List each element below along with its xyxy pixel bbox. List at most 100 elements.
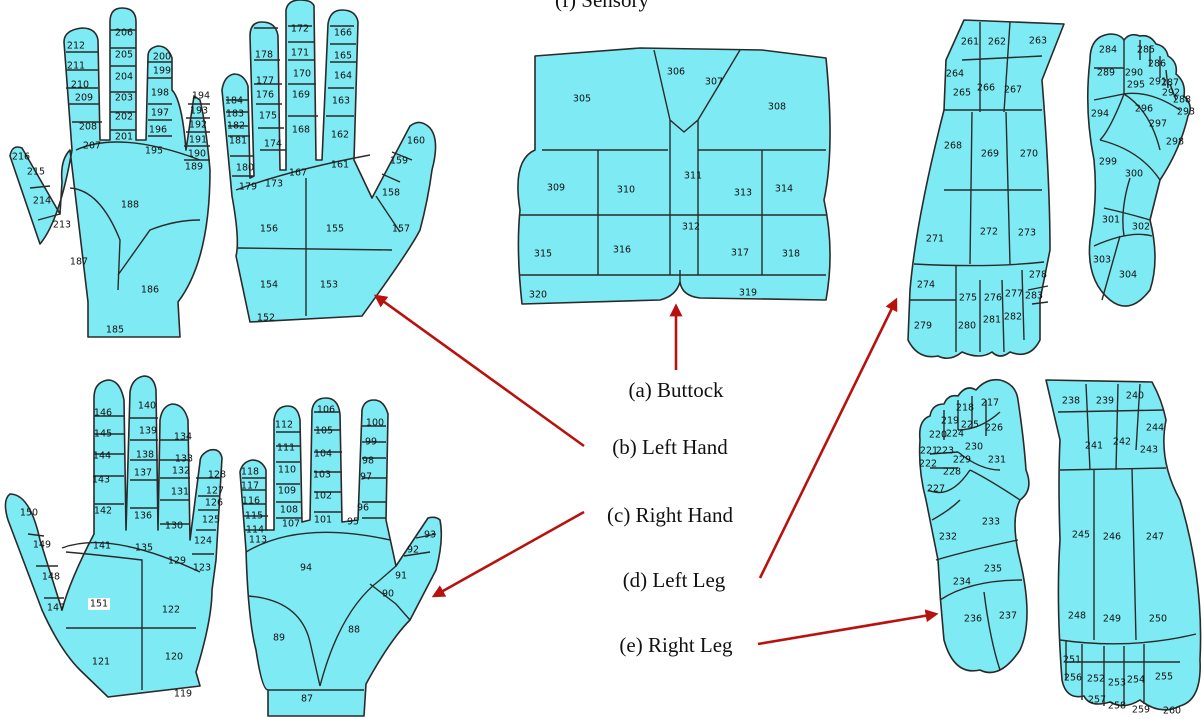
region-label: 120 — [165, 652, 183, 663]
region-label: 205 — [115, 50, 133, 61]
region-label: 136 — [134, 511, 152, 522]
region-label: 121 — [92, 657, 110, 668]
region-label: 235 — [984, 564, 1002, 575]
region-label: 239 — [1096, 396, 1114, 407]
region-label: 271 — [926, 234, 944, 245]
region-label: 172 — [291, 24, 309, 35]
region-label: 289 — [1097, 68, 1115, 79]
region-label: 318 — [782, 249, 800, 260]
region-label: 100 — [366, 418, 384, 429]
region-label: 228 — [943, 467, 961, 478]
region-label: 281 — [983, 315, 1001, 326]
region-label: 204 — [115, 72, 133, 83]
right-leg-sole-map: 217 218 219 220 221 222 223 224 225 226 … — [919, 380, 1029, 673]
region-label: 313 — [734, 188, 752, 199]
region-label: 229 — [953, 455, 971, 466]
region-label: 262 — [988, 37, 1006, 48]
region-label: 247 — [1146, 532, 1164, 543]
region-label: 220 — [929, 430, 947, 441]
region-label: 99 — [365, 437, 377, 448]
region-label: 152 — [257, 313, 275, 324]
region-label: 156 — [260, 224, 278, 235]
region-label: 284 — [1099, 45, 1117, 56]
region-label: 165 — [334, 51, 352, 62]
region-label: 245 — [1072, 530, 1090, 541]
region-label: 125 — [202, 515, 220, 526]
region-label: 285 — [1137, 45, 1155, 56]
region-label: 320 — [529, 290, 547, 301]
region-label: 300 — [1125, 169, 1143, 180]
region-label: 110 — [278, 465, 296, 476]
region-label: 255 — [1155, 672, 1173, 683]
region-label: 217 — [981, 398, 999, 409]
region-label: 157 — [392, 224, 410, 235]
region-label: 208 — [79, 122, 97, 133]
caption-right-leg: (e) Right Leg — [619, 633, 733, 657]
region-label: 238 — [1062, 396, 1080, 407]
region-label: 164 — [334, 71, 352, 82]
caption-left-hand: (b) Left Hand — [612, 435, 728, 459]
region-label: 179 — [239, 182, 257, 193]
region-label: 173 — [265, 179, 283, 190]
region-label: 283 — [1025, 291, 1043, 302]
region-label: 132 — [172, 466, 190, 477]
region-label: 293 — [1177, 107, 1195, 118]
region-label: 317 — [731, 248, 749, 259]
region-label: 104 — [314, 449, 332, 460]
region-label: 268 — [944, 141, 962, 152]
region-label: 98 — [362, 456, 374, 467]
region-label: 160 — [407, 136, 425, 147]
region-label: 269 — [981, 149, 999, 160]
region-label: 295 — [1127, 80, 1145, 91]
region-label: 126 — [205, 498, 223, 509]
region-label: 308 — [768, 102, 786, 113]
region-label: 222 — [919, 459, 937, 470]
region-label: 234 — [953, 577, 971, 588]
region-label: 138 — [136, 450, 154, 461]
region-label: 150 — [20, 508, 38, 519]
region-label: 225 — [961, 420, 979, 431]
region-label: 212 — [67, 41, 85, 52]
region-label: 200 — [153, 52, 171, 63]
region-label: 244 — [1146, 423, 1164, 434]
buttock-outline — [518, 48, 830, 304]
region-label: 299 — [1099, 157, 1117, 168]
region-label: 90 — [382, 589, 394, 600]
region-label: 301 — [1102, 215, 1120, 226]
region-label: 162 — [331, 130, 349, 141]
region-label: 180 — [236, 163, 254, 174]
region-label: 95 — [347, 517, 359, 528]
arrow-right-leg — [758, 614, 936, 644]
right-hand-back-map: 87 88 89 90 91 92 93 94 95 96 97 98 99 1… — [240, 398, 441, 716]
region-label: 302 — [1132, 222, 1150, 233]
region-label: 298 — [1166, 137, 1184, 148]
region-label: 171 — [291, 48, 309, 59]
region-label: 256 — [1064, 673, 1082, 684]
region-label: 257 — [1088, 695, 1106, 706]
region-label: 94 — [300, 563, 312, 574]
region-label: 254 — [1127, 675, 1145, 686]
region-label: 93 — [424, 530, 436, 541]
region-label: 116 — [242, 496, 260, 507]
region-label: 258 — [1108, 701, 1126, 712]
region-label: 114 — [246, 525, 264, 536]
region-label: 294 — [1091, 109, 1109, 120]
region-label: 270 — [1020, 149, 1038, 160]
caption-buttock: (a) Buttock — [628, 378, 724, 402]
region-label: 181 — [229, 136, 247, 147]
region-label: 319 — [739, 288, 757, 299]
region-label: 176 — [256, 90, 274, 101]
region-label: 148 — [42, 572, 60, 583]
region-label: 118 — [241, 467, 259, 478]
region-label: 169 — [292, 90, 310, 101]
region-label: 135 — [135, 543, 153, 554]
arrow-left-leg — [760, 300, 896, 578]
region-label: 145 — [94, 429, 112, 440]
right-leg-top-map: 238 239 240 241 242 243 244 245 246 247 … — [1046, 380, 1201, 717]
region-label: 209 — [75, 93, 93, 104]
region-label: 133 — [175, 454, 193, 465]
region-label: 92 — [407, 545, 419, 556]
region-label: 105 — [315, 426, 333, 437]
region-label: 310 — [617, 185, 635, 196]
region-label: 211 — [67, 61, 85, 72]
